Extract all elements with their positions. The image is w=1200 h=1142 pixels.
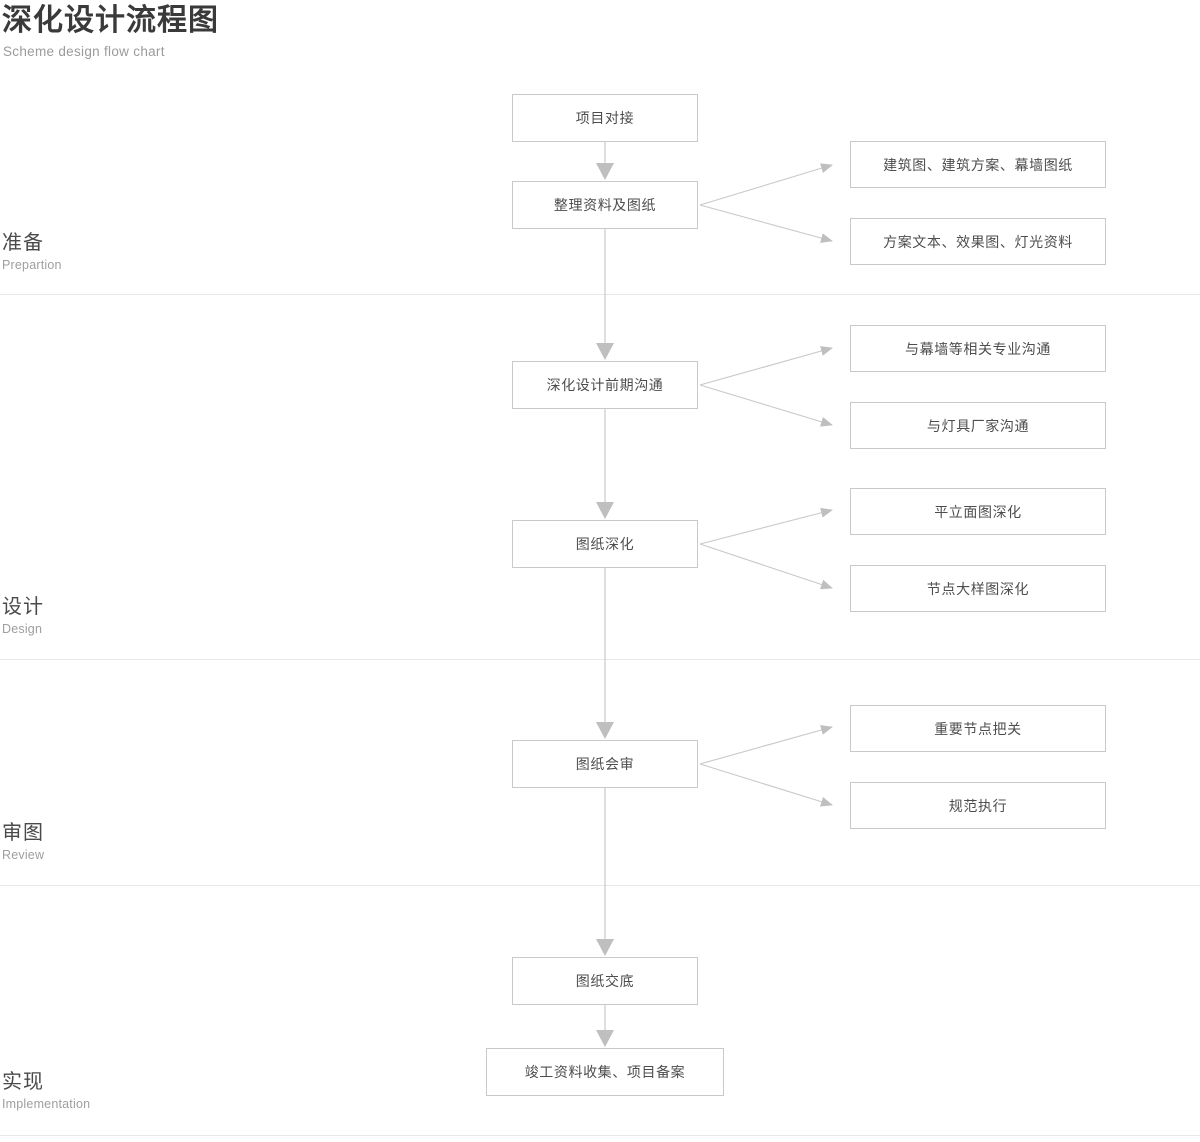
node-drawing-deepening[interactable]: 图纸深化 xyxy=(512,520,698,568)
section-divider-review xyxy=(0,885,1200,886)
connector-review-to-key-node xyxy=(699,725,833,765)
section-divider-preparation xyxy=(0,294,1200,295)
node-curtain-wall-comm[interactable]: 与幕墙等相关专业沟通 xyxy=(850,325,1106,372)
connector-organize-to-arch-drawings xyxy=(699,163,833,206)
stage-label-implementation: 实现 Implementation xyxy=(2,1068,222,1113)
page-title: 深化设计流程图 xyxy=(2,4,219,37)
node-arch-drawings[interactable]: 建筑图、建筑方案、幕墙图纸 xyxy=(850,141,1106,188)
node-plan-elevation[interactable]: 平立面图深化 xyxy=(850,488,1106,535)
node-scheme-text[interactable]: 方案文本、效果图、灯光资料 xyxy=(850,218,1106,265)
node-node-detail[interactable]: 节点大样图深化 xyxy=(850,565,1106,612)
page-subtitle: Scheme design flow chart xyxy=(3,44,165,59)
node-key-node-control[interactable]: 重要节点把关 xyxy=(850,705,1106,752)
section-divider-bottom xyxy=(0,1135,1200,1136)
connector-arrowheads-vertical xyxy=(596,163,614,1047)
stage-label-implementation-cn: 实现 xyxy=(2,1071,44,1093)
stage-label-design-cn: 设计 xyxy=(2,596,44,618)
connector-communication-to-curtain-wall xyxy=(699,346,833,386)
node-early-communication[interactable]: 深化设计前期沟通 xyxy=(512,361,698,409)
stage-label-implementation-en: Implementation xyxy=(2,1097,91,1111)
stage-label-design-en: Design xyxy=(2,622,43,636)
stage-label-preparation-en: Prepartion xyxy=(2,258,62,272)
stage-label-review: 审图 Review xyxy=(2,819,222,864)
node-organize-materials[interactable]: 整理资料及图纸 xyxy=(512,181,698,229)
stage-label-preparation: 准备 Prepartion xyxy=(2,229,222,274)
connector-communication-to-lamp-factory xyxy=(699,384,833,427)
node-project-docking[interactable]: 项目对接 xyxy=(512,94,698,142)
connector-deepening-to-node-detail xyxy=(699,543,833,590)
connector-deepening-to-plan-elevation xyxy=(699,507,833,545)
node-lamp-factory-comm[interactable]: 与灯具厂家沟通 xyxy=(850,402,1106,449)
stage-label-review-en: Review xyxy=(2,848,45,862)
node-drawing-handover[interactable]: 图纸交底 xyxy=(512,957,698,1005)
section-divider-design xyxy=(0,659,1200,660)
connector-review-to-standard xyxy=(699,763,833,807)
stage-label-review-cn: 审图 xyxy=(2,822,44,844)
node-completion-filing[interactable]: 竣工资料收集、项目备案 xyxy=(486,1048,724,1096)
connector-organize-to-scheme-text xyxy=(699,204,833,243)
node-standard-execution[interactable]: 规范执行 xyxy=(850,782,1106,829)
stage-label-preparation-cn: 准备 xyxy=(2,232,44,254)
node-drawing-review[interactable]: 图纸会审 xyxy=(512,740,698,788)
stage-label-design: 设计 Design xyxy=(2,593,222,638)
